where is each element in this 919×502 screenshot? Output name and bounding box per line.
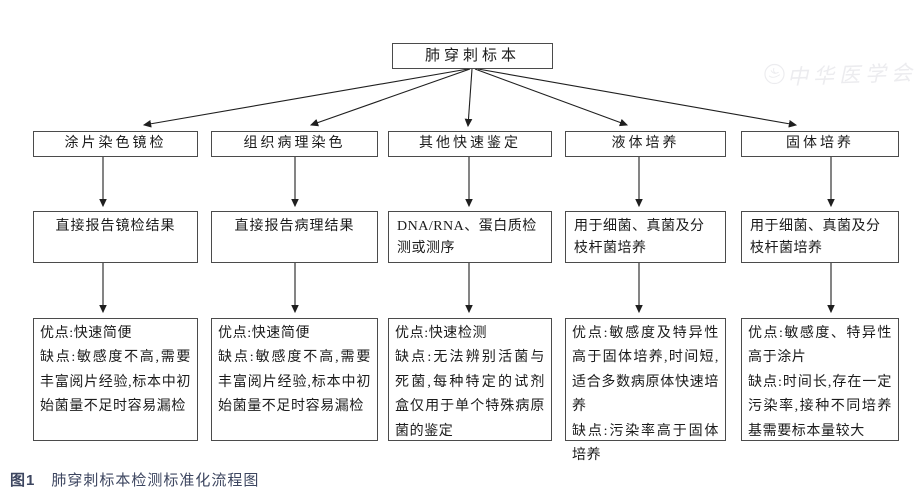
root-node: 肺穿刺标本 bbox=[392, 43, 553, 69]
column-header-node: 其他快速鉴定 bbox=[388, 131, 552, 157]
flow-column: 涂片染色镜检 直接报告镜检结果 优点:快速简便 缺点:敏感度不高,需要丰富阅片经… bbox=[33, 0, 198, 502]
column-header-node: 组织病理染色 bbox=[211, 131, 378, 157]
column-detail-node: 优点:敏感度、特异性高于涂片 缺点:时间长,存在一定污染率,接种不同培养基需要标… bbox=[741, 318, 899, 441]
figure-caption-text: 肺穿刺标本检测标准化流程图 bbox=[51, 472, 260, 489]
figure-caption-label: 图1 bbox=[10, 472, 36, 489]
column-header-node: 固体培养 bbox=[741, 131, 899, 157]
figure-caption: 图1 肺穿刺标本检测标准化流程图 bbox=[10, 469, 259, 490]
column-detail-node: 优点:快速简便 缺点:敏感度不高,需要丰富阅片经验,标本中初始菌量不足时容易漏检 bbox=[33, 318, 198, 441]
column-result-node: DNA/RNA、蛋白质检测或测序 bbox=[388, 211, 552, 263]
column-result-node: 直接报告病理结果 bbox=[211, 211, 378, 263]
column-result-node: 用于细菌、真菌及分枝杆菌培养 bbox=[565, 211, 726, 263]
flow-column: 组织病理染色 直接报告病理结果 优点:快速简便 缺点:敏感度不高,需要丰富阅片经… bbox=[211, 0, 378, 502]
column-header-node: 涂片染色镜检 bbox=[33, 131, 198, 157]
column-detail-node: 优点:快速检测 缺点:无法辨别活菌与死菌,每种特定的试剂盒仅用于单个特殊病原菌的… bbox=[388, 318, 552, 441]
flow-column: 液体培养 用于细菌、真菌及分枝杆菌培养 优点:敏感度及特异性高于固体培养,时间短… bbox=[565, 0, 726, 502]
column-detail-node: 优点:快速简便 缺点:敏感度不高,需要丰富阅片经验,标本中初始菌量不足时容易漏检 bbox=[211, 318, 378, 441]
column-result-node: 用于细菌、真菌及分枝杆菌培养 bbox=[741, 211, 899, 263]
flow-column: 其他快速鉴定 DNA/RNA、蛋白质检测或测序 优点:快速检测 缺点:无法辨别活… bbox=[388, 0, 552, 502]
column-result-node: 直接报告镜检结果 bbox=[33, 211, 198, 263]
column-detail-node: 优点:敏感度及特异性高于固体培养,时间短,适合多数病原体快速培养 缺点:污染率高… bbox=[565, 318, 726, 463]
column-header-node: 液体培养 bbox=[565, 131, 726, 157]
flow-column: 固体培养 用于细菌、真菌及分枝杆菌培养 优点:敏感度、特异性高于涂片 缺点:时间… bbox=[741, 0, 899, 502]
